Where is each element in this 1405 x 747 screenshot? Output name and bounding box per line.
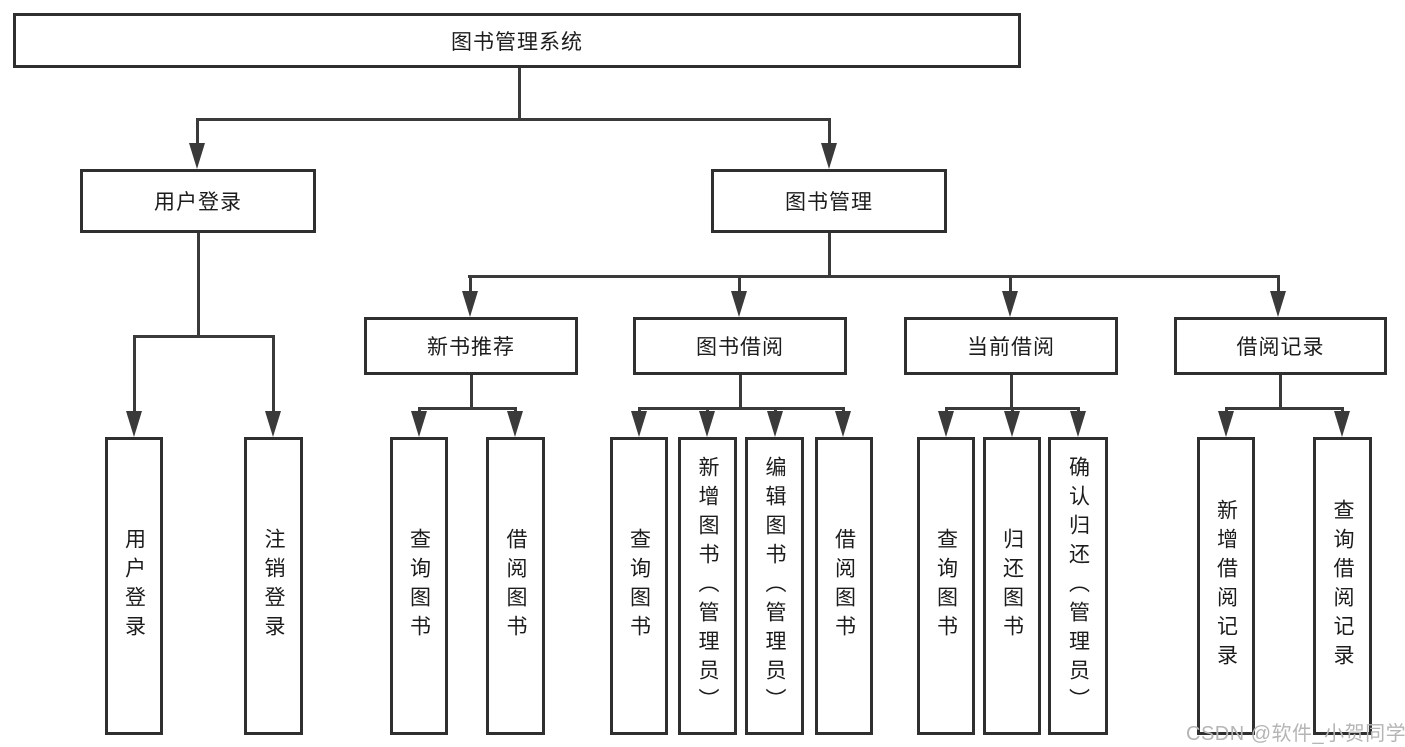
connector-line xyxy=(418,407,517,410)
leaf-user-login: 用户登录 xyxy=(105,437,163,735)
node-book-borrowing-label: 图书借阅 xyxy=(696,336,784,359)
connector-line xyxy=(518,68,521,118)
connector-line xyxy=(828,118,831,144)
arrowhead-down-icon xyxy=(767,411,783,437)
node-book-management-label: 图书管理 xyxy=(785,191,873,214)
leaf-logout-label: 注销登录 xyxy=(262,528,285,644)
arrowhead-down-icon xyxy=(1070,411,1086,437)
connector-line xyxy=(514,407,517,412)
leaf-borrow-books-borrowing-label: 借阅图书 xyxy=(832,528,856,644)
node-root: 图书管理系统 xyxy=(13,13,1021,68)
arrowhead-down-icon xyxy=(821,143,837,169)
connector-line xyxy=(774,407,777,412)
connector-line xyxy=(1010,375,1013,407)
node-current-borrowing-label: 当前借阅 xyxy=(967,336,1055,359)
node-book-management: 图书管理 xyxy=(711,169,947,233)
connector-line xyxy=(1077,407,1080,412)
connector-line xyxy=(638,407,844,410)
leaf-edit-book-admin: 编辑图书（管理员） xyxy=(745,437,804,735)
connector-line xyxy=(133,335,274,338)
leaf-confirm-return-admin: 确认归还（管理员） xyxy=(1048,437,1108,735)
node-new-book-recommend: 新书推荐 xyxy=(364,317,578,375)
leaf-add-book-admin: 新增图书（管理员） xyxy=(678,437,737,735)
node-new-book-recommend-label: 新书推荐 xyxy=(427,336,515,359)
leaf-user-login-label: 用户登录 xyxy=(122,528,146,644)
arrowhead-down-icon xyxy=(411,411,427,437)
node-borrowing-records: 借阅记录 xyxy=(1174,317,1387,375)
connector-line xyxy=(1341,407,1344,412)
node-user-login-label: 用户登录 xyxy=(154,191,242,214)
leaf-query-borrow-record-label: 查询借阅记录 xyxy=(1331,499,1354,673)
watermark: CSDN @软件_小贺同学 xyxy=(1186,723,1405,745)
leaf-logout: 注销登录 xyxy=(244,437,303,735)
node-current-borrowing: 当前借阅 xyxy=(904,317,1118,375)
leaf-confirm-return-admin-label: 确认归还（管理员） xyxy=(1066,455,1090,717)
node-borrowing-records-label: 借阅记录 xyxy=(1236,336,1325,359)
arrowhead-down-icon xyxy=(507,411,523,437)
leaf-query-books-current: 查询图书 xyxy=(917,437,975,735)
connector-line xyxy=(1225,407,1228,412)
connector-line xyxy=(842,407,845,412)
leaf-return-books-label: 归还图书 xyxy=(1000,528,1024,644)
leaf-borrow-books-recommend: 借阅图书 xyxy=(486,437,545,735)
arrowhead-down-icon xyxy=(835,411,851,437)
arrowhead-down-icon xyxy=(1004,411,1020,437)
connector-line xyxy=(196,118,199,144)
connector-line xyxy=(1011,407,1014,412)
leaf-add-borrow-record: 新增借阅记录 xyxy=(1197,437,1255,735)
connector-line xyxy=(1277,275,1280,292)
leaf-query-books-recommend: 查询图书 xyxy=(390,437,448,735)
connector-line xyxy=(706,407,709,412)
arrowhead-down-icon xyxy=(1218,411,1234,437)
leaf-return-books: 归还图书 xyxy=(983,437,1041,735)
arrowhead-down-icon xyxy=(938,411,954,437)
arrowhead-down-icon xyxy=(126,411,142,437)
arrowhead-down-icon xyxy=(1270,291,1286,317)
arrowhead-down-icon xyxy=(731,291,747,317)
connector-line xyxy=(638,407,641,412)
arrowhead-down-icon xyxy=(265,411,281,437)
arrowhead-down-icon xyxy=(699,411,715,437)
connector-line xyxy=(418,407,421,412)
connector-line xyxy=(469,275,472,292)
arrowhead-down-icon xyxy=(1002,291,1018,317)
connector-line xyxy=(196,118,831,121)
leaf-borrow-books-borrowing: 借阅图书 xyxy=(815,437,873,735)
leaf-query-books-borrowing-label: 查询图书 xyxy=(627,528,651,644)
connector-line xyxy=(470,375,473,407)
node-root-label: 图书管理系统 xyxy=(451,30,583,54)
connector-line xyxy=(468,275,1279,278)
connector-line xyxy=(1009,275,1012,292)
connector-line xyxy=(1279,375,1282,407)
leaf-edit-book-admin-label: 编辑图书（管理员） xyxy=(763,455,786,717)
arrowhead-down-icon xyxy=(631,411,647,437)
connector-line xyxy=(1225,407,1343,410)
leaf-borrow-books-recommend-label: 借阅图书 xyxy=(504,528,527,644)
leaf-add-borrow-record-label: 新增借阅记录 xyxy=(1214,499,1238,673)
node-book-borrowing: 图书借阅 xyxy=(633,317,847,375)
arrowhead-down-icon xyxy=(1334,411,1350,437)
connector-line xyxy=(945,407,948,412)
leaf-query-books-recommend-label: 查询图书 xyxy=(407,528,431,644)
arrowhead-down-icon xyxy=(189,143,205,169)
leaf-add-book-admin-label: 新增图书（管理员） xyxy=(696,455,719,717)
connector-line xyxy=(197,233,200,335)
node-user-login: 用户登录 xyxy=(80,169,316,233)
connector-line xyxy=(828,233,831,275)
connector-line xyxy=(739,375,742,407)
leaf-query-books-borrowing: 查询图书 xyxy=(610,437,668,735)
arrowhead-down-icon xyxy=(462,291,478,317)
leaf-query-borrow-record: 查询借阅记录 xyxy=(1313,437,1372,735)
leaf-query-books-current-label: 查询图书 xyxy=(934,528,958,644)
connector-line xyxy=(272,335,275,411)
connector-line xyxy=(133,335,136,411)
connector-line xyxy=(738,275,741,292)
